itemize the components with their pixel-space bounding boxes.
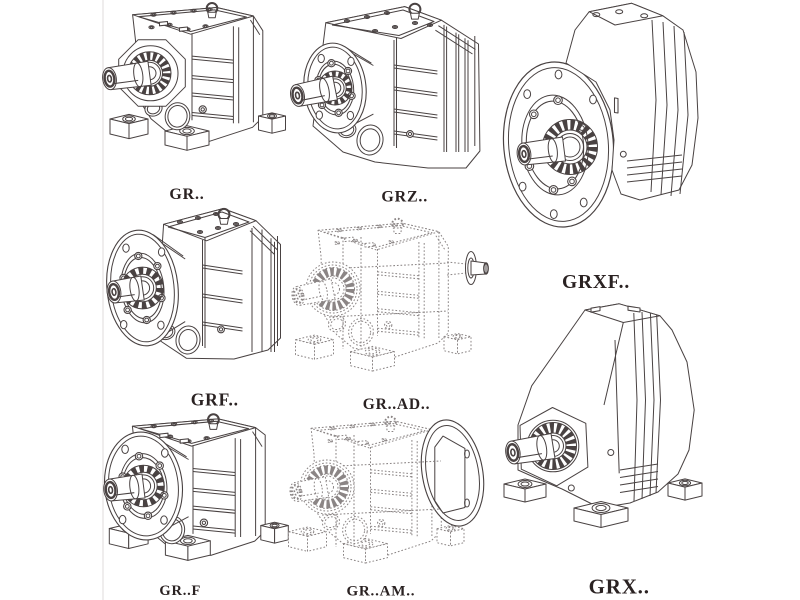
- svg-text:GRF..: GRF..: [191, 390, 239, 410]
- svg-text:GRXF..: GRXF..: [562, 272, 630, 293]
- svg-text:GR..AD..: GR..AD..: [363, 396, 431, 413]
- svg-text:GR..: GR..: [169, 186, 204, 203]
- svg-text:GRZ..: GRZ..: [381, 189, 428, 206]
- svg-text:GR..AM..: GR..AM..: [346, 584, 415, 600]
- svg-text:GR..F: GR..F: [159, 583, 201, 599]
- svg-text:GRX..: GRX..: [589, 575, 650, 599]
